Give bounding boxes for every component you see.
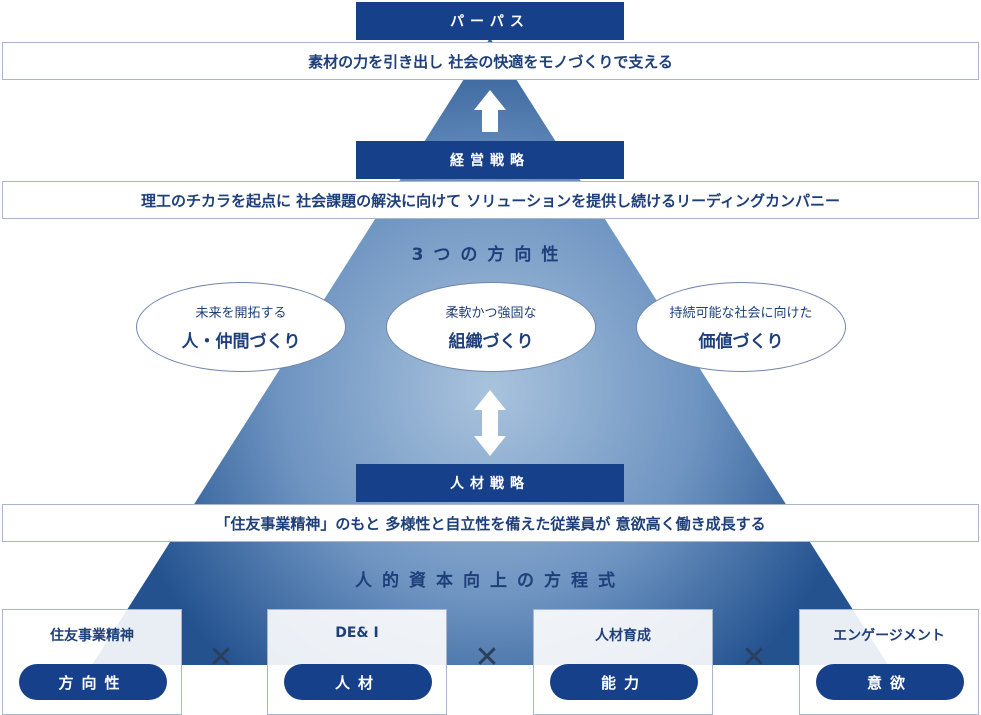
factor-engagement: エンゲージメント 意欲 — [799, 609, 979, 715]
direction-organization-main: 組織づくり — [448, 332, 534, 352]
factor-training: 人材育成 能力 — [533, 609, 713, 715]
direction-people: 未来を開拓する 人・仲間づくり — [136, 282, 346, 372]
factor-dei-pill: 人材 — [284, 664, 432, 700]
purpose-statement: 素材の力を引き出し 社会の快適をモノづくりで支える — [2, 42, 979, 80]
direction-value-main: 価値づくり — [698, 332, 784, 352]
factor-training-pill: 能力 — [550, 664, 698, 700]
multiply-icon: ✕ — [474, 640, 500, 675]
arrow-up-icon — [474, 90, 506, 132]
direction-value-sub: 持続可能な社会に向けた — [669, 306, 813, 321]
factor-sumitomo-spirit: 住友事業精神 方向性 — [2, 609, 182, 715]
factor-dei-title: DE& I — [335, 625, 379, 641]
management-strategy-statement: 理工のチカラを起点に 社会課題の解決に向けて ソリューションを提供し続けるリーデ… — [2, 181, 979, 219]
factor-engagement-title: エンゲージメント — [833, 628, 945, 644]
hr-strategy-header: 人材戦略 — [356, 464, 624, 502]
factor-engagement-pill: 意欲 — [816, 664, 964, 700]
purpose-header: パーパス — [356, 2, 624, 40]
direction-people-main: 人・仲間づくり — [181, 332, 301, 352]
factor-sumitomo-spirit-pill: 方向性 — [19, 664, 167, 700]
hr-strategy-statement: 「住友事業精神」のもと 多様性と自立性を備えた従業員が 意欲高く働き成長する — [2, 504, 979, 542]
direction-people-sub: 未来を開拓する — [195, 306, 287, 321]
double-arrow-icon — [474, 390, 506, 456]
three-directions-label: 3つの方向性 — [411, 245, 569, 265]
factor-sumitomo-spirit-title: 住友事業精神 — [50, 628, 134, 644]
factor-training-title: 人材育成 — [595, 628, 651, 644]
equation-label: 人的資本向上の方程式 — [355, 571, 625, 591]
direction-organization: 柔軟かつ強固な 組織づくり — [386, 282, 596, 372]
management-strategy-header: 経営戦略 — [356, 141, 624, 179]
multiply-icon: ✕ — [741, 640, 767, 675]
direction-organization-sub: 柔軟かつ強固な — [445, 306, 537, 321]
factor-dei: DE& I 人材 — [267, 609, 447, 715]
multiply-icon: ✕ — [208, 640, 234, 675]
direction-value: 持続可能な社会に向けた 価値づくり — [636, 282, 846, 372]
